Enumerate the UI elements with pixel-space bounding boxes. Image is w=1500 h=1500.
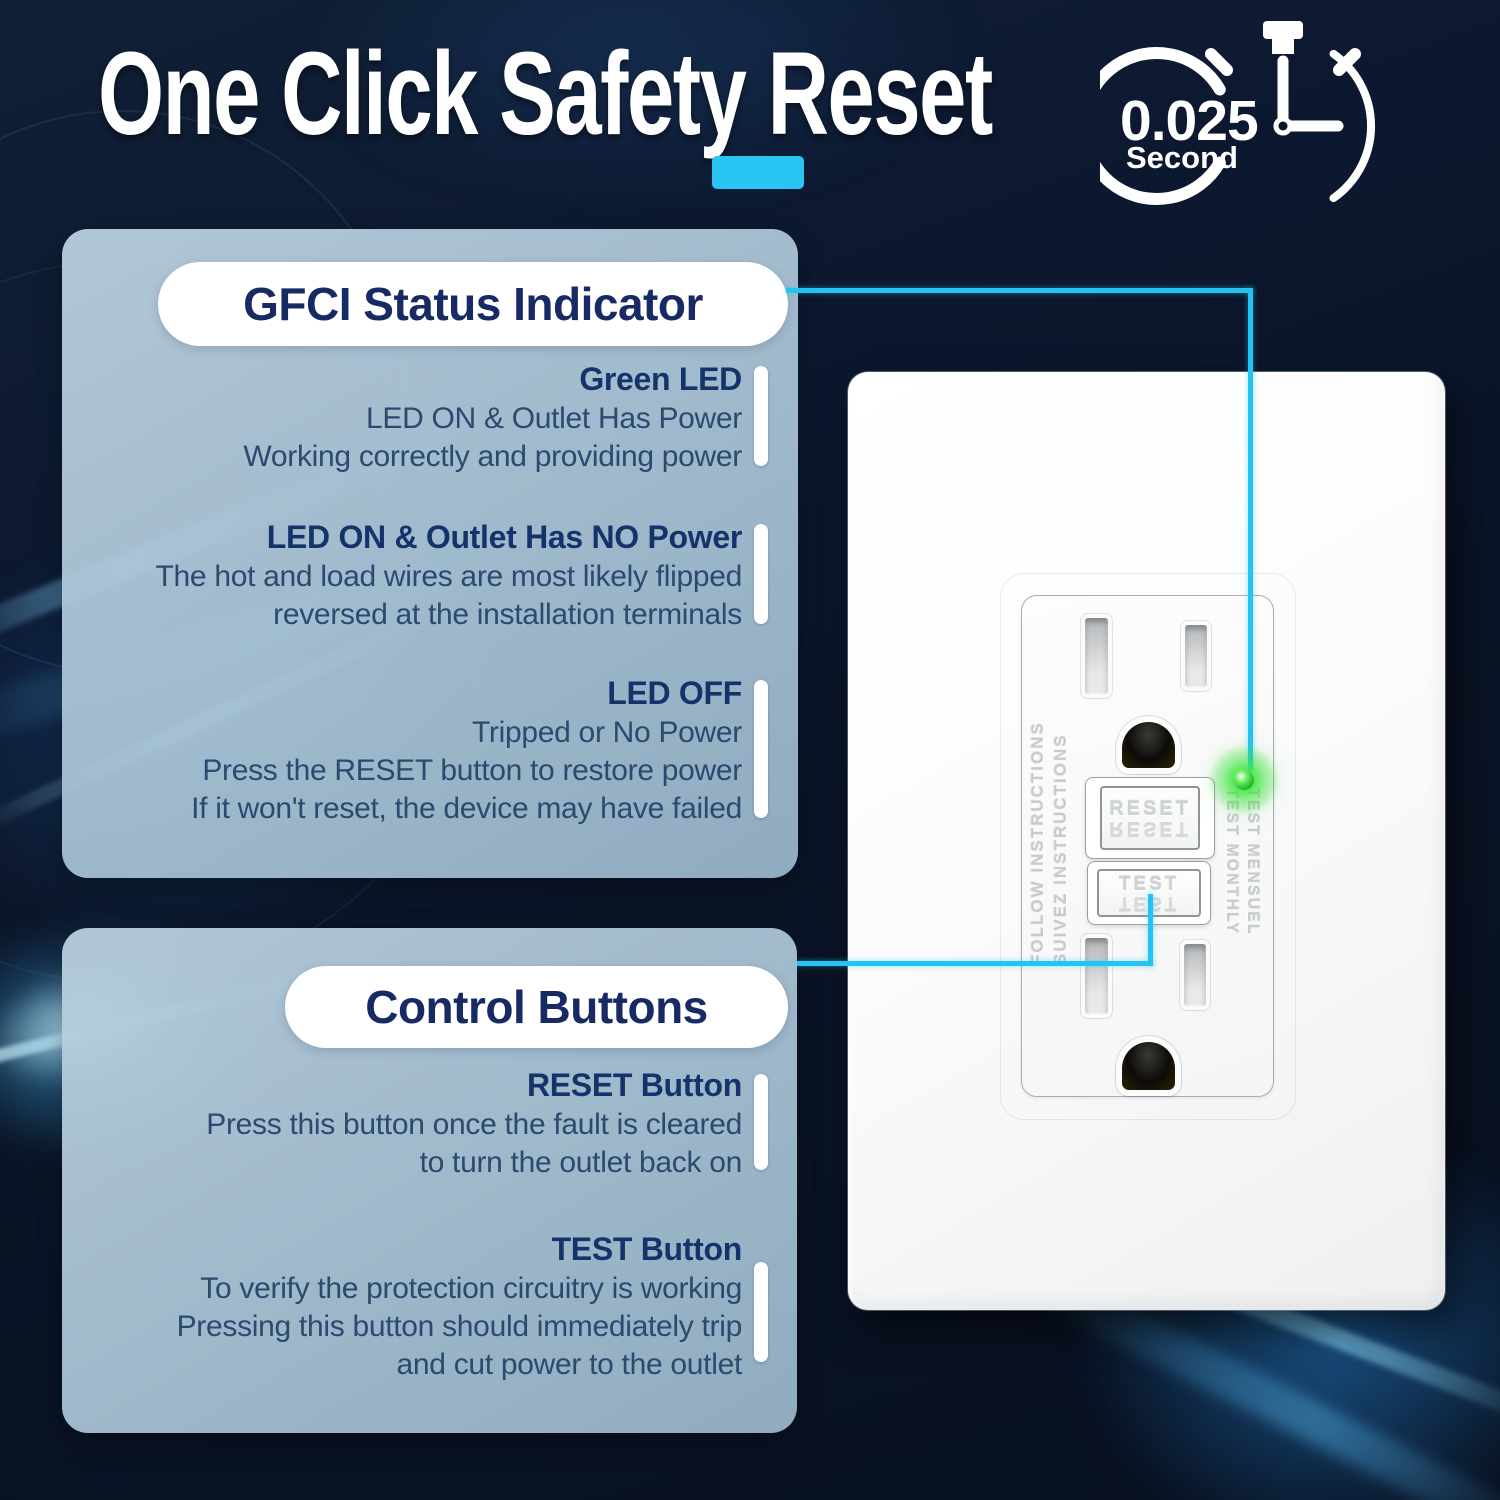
- section-heading: LED OFF: [607, 675, 742, 711]
- section-marker-bar: [754, 680, 768, 818]
- connector-line-test-vertical: [1148, 894, 1153, 966]
- section-green-led: Green LED LED ON & Outlet Has Power Work…: [70, 358, 742, 476]
- ground-hole-bottom: [1122, 1042, 1175, 1090]
- gfci-status-heading: GFCI Status Indicator: [243, 278, 703, 330]
- section-line: reversed at the installation terminals: [273, 598, 742, 631]
- neutral-slot-bottom: [1085, 938, 1108, 1014]
- section-heading: LED ON & Outlet Has NO Power: [266, 519, 743, 555]
- section-heading: TEST Button: [551, 1231, 743, 1267]
- section-reset-button: RESET Button Press this button once the …: [70, 1064, 742, 1182]
- section-marker-bar: [754, 1262, 768, 1362]
- title-accent-bar: [712, 156, 804, 189]
- section-test-button: TEST Button To verify the protection cir…: [70, 1228, 743, 1384]
- control-buttons-heading: Control Buttons: [365, 981, 708, 1033]
- section-heading: Green LED: [579, 361, 742, 397]
- section-line: to turn the outlet back on: [419, 1146, 743, 1179]
- section-line: Press this button once the fault is clea…: [206, 1108, 742, 1141]
- section-heading: RESET Button: [526, 1067, 742, 1103]
- section-line: Pressing this button should immediately …: [176, 1310, 743, 1343]
- section-marker-bar: [754, 366, 768, 466]
- section-marker-bar: [754, 1074, 768, 1170]
- suivez-instructions-text: SUIVEZ INSTRUCTIONS: [1051, 733, 1070, 965]
- connector-line-led-horizontal: [786, 288, 1253, 293]
- section-line: If it won't reset, the device may have f…: [191, 792, 742, 825]
- status-led: [1234, 770, 1254, 790]
- reset-button-label-mirrored: RESET: [1109, 816, 1191, 839]
- page-title: One Click Safety Reset: [98, 28, 993, 160]
- connector-line-test-horizontal: [797, 961, 1153, 966]
- section-led-on-no-power: LED ON & Outlet Has NO Power The hot and…: [70, 516, 742, 634]
- hot-slot-bottom: [1184, 944, 1206, 1006]
- reset-button: RESET RESET: [1085, 777, 1215, 859]
- reset-button-face: RESET RESET: [1100, 786, 1200, 850]
- device-left-markings: FOLLOW INSTRUCTIONS SUIVEZ INSTRUCTIONS: [1028, 615, 1071, 965]
- control-buttons-heading-pill: Control Buttons: [285, 966, 788, 1048]
- section-line: Tripped or No Power: [472, 716, 742, 749]
- section-marker-bar: [754, 524, 768, 624]
- section-line: Working correctly and providing power: [243, 440, 742, 473]
- ground-hole-top: [1122, 722, 1175, 768]
- follow-instructions-text: FOLLOW INSTRUCTIONS: [1028, 721, 1047, 965]
- connector-line-led-vertical: [1248, 288, 1253, 772]
- section-line: To verify the protection circuitry is wo…: [200, 1272, 742, 1305]
- gfci-status-heading-pill: GFCI Status Indicator: [158, 262, 788, 346]
- section-line: The hot and load wires are most likely f…: [155, 560, 742, 593]
- section-line: and cut power to the outlet: [396, 1348, 743, 1381]
- section-led-off: LED OFF Tripped or No Power Press the RE…: [70, 672, 742, 828]
- hot-slot-top: [1185, 625, 1207, 687]
- stopwatch-unit: Second: [1126, 140, 1238, 175]
- neutral-slot-top: [1085, 618, 1108, 694]
- section-line: LED ON & Outlet Has Power: [366, 402, 742, 435]
- section-line: Press the RESET button to restore power: [202, 754, 742, 787]
